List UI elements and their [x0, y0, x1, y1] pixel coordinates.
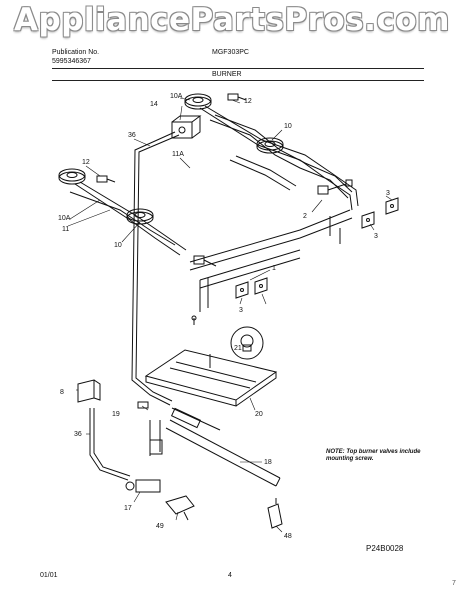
oven-valve-17: [125, 479, 161, 493]
burner-head-left-front: [126, 208, 154, 225]
callout-10-top: 10: [284, 123, 292, 130]
clip-19: [137, 401, 149, 409]
figure-code: P24B0028: [366, 544, 404, 553]
gas-valve-block: [171, 115, 202, 139]
burner-tubes-left: [69, 181, 187, 256]
callout-18: 18: [264, 459, 272, 466]
igniter-top-right: [227, 93, 247, 101]
callout-12-top: 12: [244, 98, 252, 105]
leader-lines: [67, 97, 393, 533]
oven-burner-tube: [165, 407, 281, 487]
orifice-detail-circle: [230, 326, 264, 360]
burner-tubes-right: [199, 105, 359, 211]
callout-10a-left: 10A: [58, 215, 71, 222]
section-title: BURNER: [212, 71, 242, 78]
bracket-48: [267, 498, 283, 529]
callout-36-bottom: 36: [74, 431, 82, 438]
header-divider: [52, 68, 424, 69]
burner-valve-right: [317, 179, 353, 195]
callout-2: 2: [303, 213, 307, 220]
callout-3a: 3: [386, 190, 390, 197]
callout-21: 21: [234, 345, 242, 352]
callout-1: 1: [272, 265, 276, 272]
manifold-tube: [131, 131, 180, 406]
callout-10a-top: 10A: [170, 93, 183, 100]
page-number: 4: [228, 572, 232, 579]
mounting-note: NOTE: Top burner valves include mounting…: [326, 449, 421, 462]
callout-10-left: 10: [114, 242, 122, 249]
burner-valve-left: [193, 255, 217, 267]
oven-burner-inlet: [149, 420, 163, 456]
bracket-3a: [385, 197, 399, 215]
revision-date: 01/01: [40, 572, 58, 579]
callout-12-left: 12: [82, 159, 90, 166]
publication-number: 5995346367: [52, 58, 91, 65]
header-divider-lower: [52, 80, 424, 81]
callout-19: 19: [112, 411, 120, 418]
igniter-left: [96, 175, 116, 183]
callout-11a: 11A: [172, 151, 184, 158]
bracket-8: [77, 379, 101, 403]
callout-20: 20: [255, 411, 263, 418]
callout-3c: 3: [239, 307, 243, 314]
burner-head-left-rear: [58, 168, 86, 185]
callout-49: 49: [156, 523, 164, 530]
callout-11: 11: [62, 226, 69, 233]
screw-part-right: [329, 216, 341, 244]
callout-17: 17: [124, 505, 132, 512]
lower-gas-line: [89, 408, 131, 481]
publication-label: Publication No.: [52, 49, 100, 56]
valve-manifold-rail: [189, 209, 353, 325]
bracket-3d: [254, 277, 268, 295]
callout-8: 8: [60, 389, 64, 396]
callout-14: 14: [150, 101, 158, 108]
broiler-baffle: [144, 349, 278, 407]
model-number: MGF303PC: [212, 49, 249, 56]
callout-48: 48: [284, 533, 292, 540]
bracket-3b: [361, 211, 375, 229]
burner-head-top-left-rear: [184, 93, 212, 110]
corner-mark: 7: [452, 580, 456, 587]
callout-36-top: 36: [128, 132, 136, 139]
igniter-49: [165, 495, 195, 521]
callout-3b: 3: [374, 233, 378, 240]
watermark-logo: AppliancePartsPros.com: [14, 2, 450, 38]
bracket-3c: [235, 281, 249, 299]
